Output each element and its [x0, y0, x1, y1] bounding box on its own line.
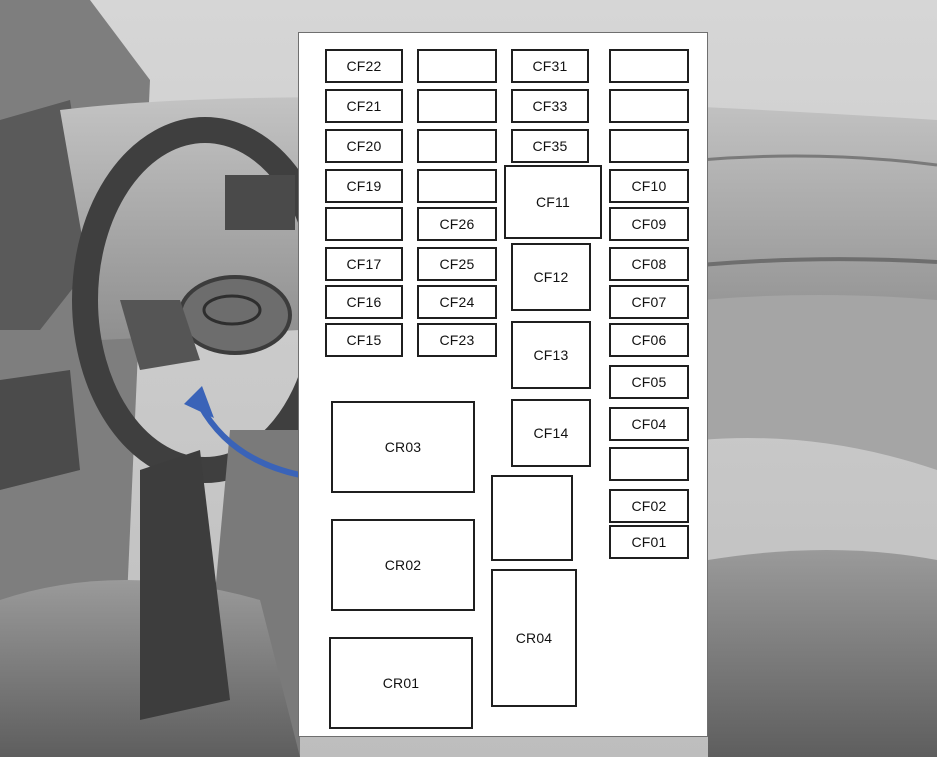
fuse-cr02: CR02 [331, 519, 475, 611]
fuse-cf11: CF11 [504, 165, 602, 239]
fuse-cf33: CF33 [511, 89, 589, 123]
fuse-slot-empty [491, 475, 573, 561]
fuse-cf10: CF10 [609, 169, 689, 203]
instrument-cluster [225, 175, 295, 230]
fuse-slot-empty [609, 49, 689, 83]
fuse-cf04: CF04 [609, 407, 689, 441]
fuse-slot-empty [325, 207, 403, 241]
fuse-cf17: CF17 [325, 247, 403, 281]
fuse-slot-empty [609, 89, 689, 123]
fuse-slot-empty [417, 89, 497, 123]
fuse-slot-empty [417, 129, 497, 163]
fuse-cf35: CF35 [511, 129, 589, 163]
fuse-cf31: CF31 [511, 49, 589, 83]
fuse-cf24: CF24 [417, 285, 497, 319]
fuse-cr01: CR01 [329, 637, 473, 729]
fuse-cf15: CF15 [325, 323, 403, 357]
fuse-cf16: CF16 [325, 285, 403, 319]
fuse-cf19: CF19 [325, 169, 403, 203]
fuse-slot-empty [417, 49, 497, 83]
fuse-cf05: CF05 [609, 365, 689, 399]
fuse-cf01: CF01 [609, 525, 689, 559]
fuse-cf02: CF02 [609, 489, 689, 523]
fuse-cf21: CF21 [325, 89, 403, 123]
fuse-slot-empty [609, 129, 689, 163]
fuse-cf25: CF25 [417, 247, 497, 281]
fuse-cf06: CF06 [609, 323, 689, 357]
fuse-cf13: CF13 [511, 321, 591, 389]
steering-wheel-hub [180, 277, 290, 353]
fuse-cf07: CF07 [609, 285, 689, 319]
door-pocket [0, 370, 80, 490]
fuse-cf08: CF08 [609, 247, 689, 281]
fuse-cf23: CF23 [417, 323, 497, 357]
fuse-cr03: CR03 [331, 401, 475, 493]
fuse-cf09: CF09 [609, 207, 689, 241]
fuse-slot-empty [609, 447, 689, 481]
fuse-cf20: CF20 [325, 129, 403, 163]
seat-right [708, 550, 937, 757]
fuse-slot-empty [417, 169, 497, 203]
fuse-cf26: CF26 [417, 207, 497, 241]
fuse-cf12: CF12 [511, 243, 591, 311]
fuse-cf22: CF22 [325, 49, 403, 83]
fuse-cr04: CR04 [491, 569, 577, 707]
fuse-cf14: CF14 [511, 399, 591, 467]
